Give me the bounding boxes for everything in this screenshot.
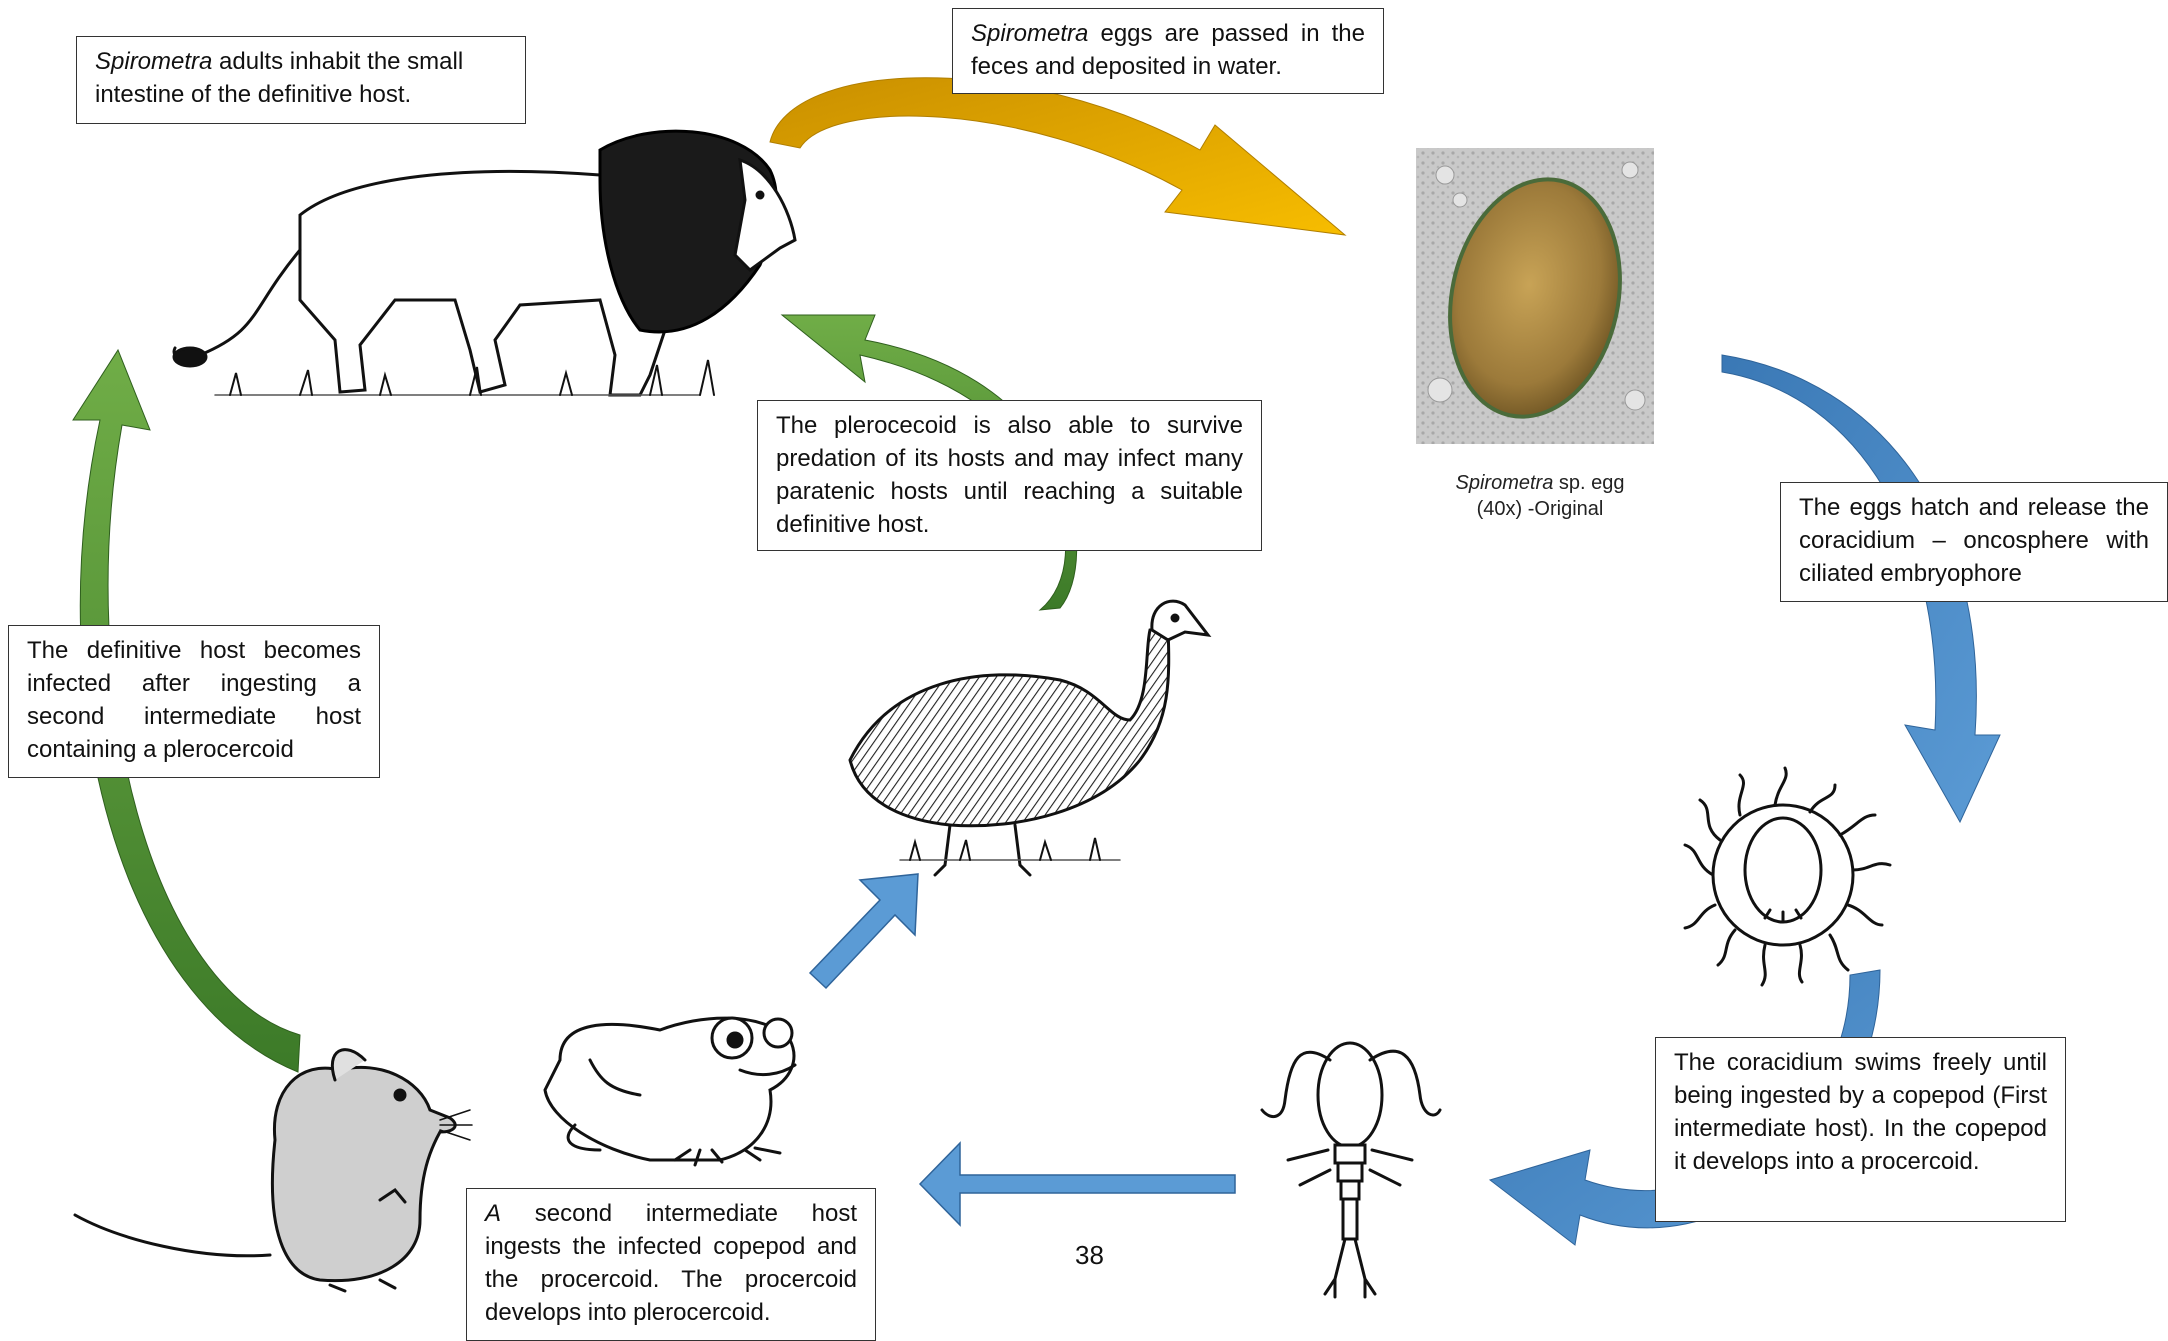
- article-word: A: [485, 1200, 501, 1227]
- step-adults-box: Spirometra adults inhabit the small inte…: [76, 36, 526, 124]
- species-name: Spirometra: [1456, 472, 1554, 494]
- step-eggs-passed-box: Spirometra eggs are passed in the feces …: [952, 8, 1384, 94]
- step-second-host-text: second intermediate host ingests the inf…: [485, 1200, 857, 1326]
- step-hatch-text: The eggs hatch and release the coracidiu…: [1799, 494, 2149, 587]
- arrow-blue-frog: [920, 1143, 1235, 1225]
- arrow-gold-eggs: [770, 78, 1345, 235]
- step-hatch-box: The eggs hatch and release the coracidiu…: [1780, 482, 2168, 602]
- step-definitive-box: The definitive host becomes infected aft…: [8, 625, 380, 778]
- arrow-blue-bird: [810, 874, 918, 988]
- page-number: 38: [1075, 1240, 1104, 1271]
- egg-caption: Spirometra sp. egg (40x) -Original: [1420, 470, 1660, 522]
- step-paratenic-text: The plerocecoid is also able to survive …: [776, 412, 1243, 538]
- mouse-icon: [75, 1050, 472, 1291]
- frog-icon: [545, 1018, 795, 1165]
- copepod-icon: [1262, 1043, 1440, 1297]
- species-name: Spirometra: [95, 48, 212, 75]
- egg-micrograph: [1416, 148, 1654, 444]
- step-coracidium-box: The coracidium swims freely until being …: [1655, 1037, 2066, 1222]
- egg-caption-text: sp. egg: [1553, 472, 1624, 494]
- species-name: Spirometra: [971, 20, 1088, 47]
- coracidium-icon: [1685, 768, 1890, 985]
- lion-icon: [174, 131, 795, 395]
- step-definitive-text: The definitive host becomes infected aft…: [27, 637, 361, 763]
- step-paratenic-box: The plerocecoid is also able to survive …: [757, 400, 1262, 551]
- guineafowl-icon: [850, 601, 1208, 875]
- step-coracidium-text: The coracidium swims freely until being …: [1674, 1049, 2047, 1175]
- step-second-host-box: A second intermediate host ingests the i…: [466, 1188, 876, 1341]
- egg-caption-line2: (40x) -Original: [1477, 498, 1604, 520]
